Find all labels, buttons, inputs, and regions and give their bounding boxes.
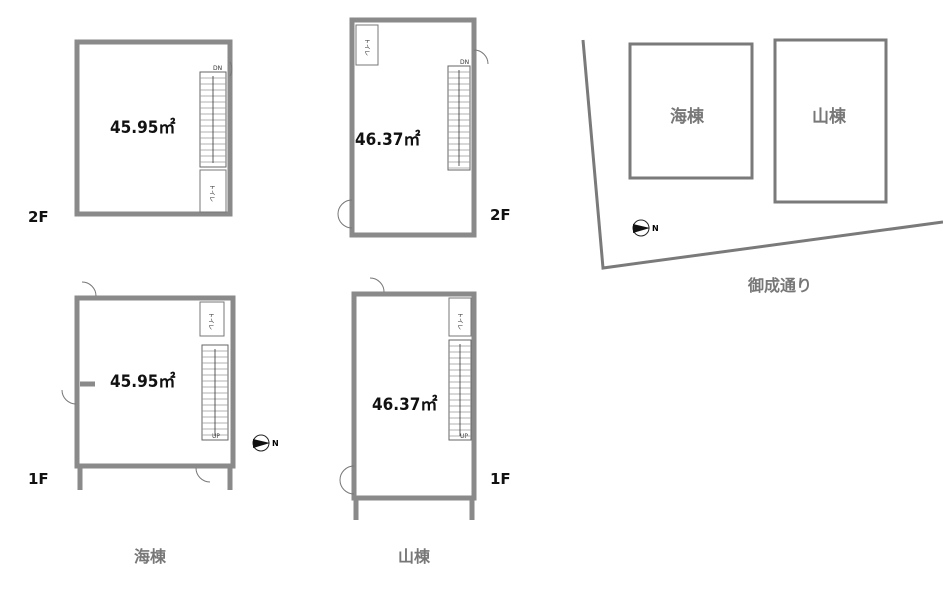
site-label-umi: 海棟 — [670, 106, 705, 127]
plan-yama-1f: UP トイレ 46.37㎡ 1F — [339, 277, 511, 520]
site-building-umi — [628, 42, 754, 180]
floor-label: 2F — [28, 208, 49, 226]
north-arrow-icon: N — [632, 219, 659, 237]
plan-umi-1f: UP トイレ 45.95㎡ 1F N — [28, 281, 279, 490]
door-swing — [195, 467, 211, 483]
area-label: 45.95㎡ — [110, 371, 175, 392]
door-swing — [61, 389, 77, 405]
svg-text:N: N — [272, 439, 279, 448]
toilet-label: トイレ — [208, 184, 215, 202]
toilet — [448, 297, 472, 337]
stair-label: DN — [213, 65, 222, 72]
floor-label: 2F — [490, 206, 511, 224]
plan-yama-2f: DN トイレ 46.37㎡ 2F — [337, 17, 511, 238]
building-label-umi: 海棟 — [134, 547, 167, 566]
toilet-label: トイレ — [207, 312, 214, 330]
door-swing — [81, 281, 97, 297]
toilet-label: トイレ — [456, 312, 463, 330]
area-label: 45.95㎡ — [110, 117, 175, 138]
door-swing — [473, 49, 489, 65]
stair-label: UP — [212, 433, 220, 440]
site-label-yama: 山棟 — [812, 106, 847, 127]
street-label: 御成通り — [747, 276, 812, 295]
door-swing — [339, 465, 355, 495]
site-building-yama — [773, 38, 888, 204]
plan-umi-2f: DN トイレ 45.95㎡ 2F — [28, 39, 233, 226]
area-label: 46.37㎡ — [372, 394, 437, 415]
door-swing — [337, 199, 353, 229]
toilet-label: トイレ — [363, 38, 370, 56]
door-swing — [229, 61, 233, 77]
building-label-yama: 山棟 — [398, 547, 431, 566]
svg-text:N: N — [652, 224, 659, 233]
north-arrow-icon: N — [252, 434, 279, 452]
stair-label: DN — [460, 59, 469, 66]
area-label: 46.37㎡ — [355, 129, 420, 150]
floor-label: 1F — [28, 470, 49, 488]
stair-label: UP — [460, 433, 468, 440]
toilet — [199, 169, 227, 213]
toilet — [355, 24, 379, 66]
door-swing — [369, 277, 385, 293]
toilet — [199, 301, 225, 337]
site-plan: 海棟 山棟 N 御成通り — [581, 38, 943, 295]
floor-label: 1F — [490, 470, 511, 488]
